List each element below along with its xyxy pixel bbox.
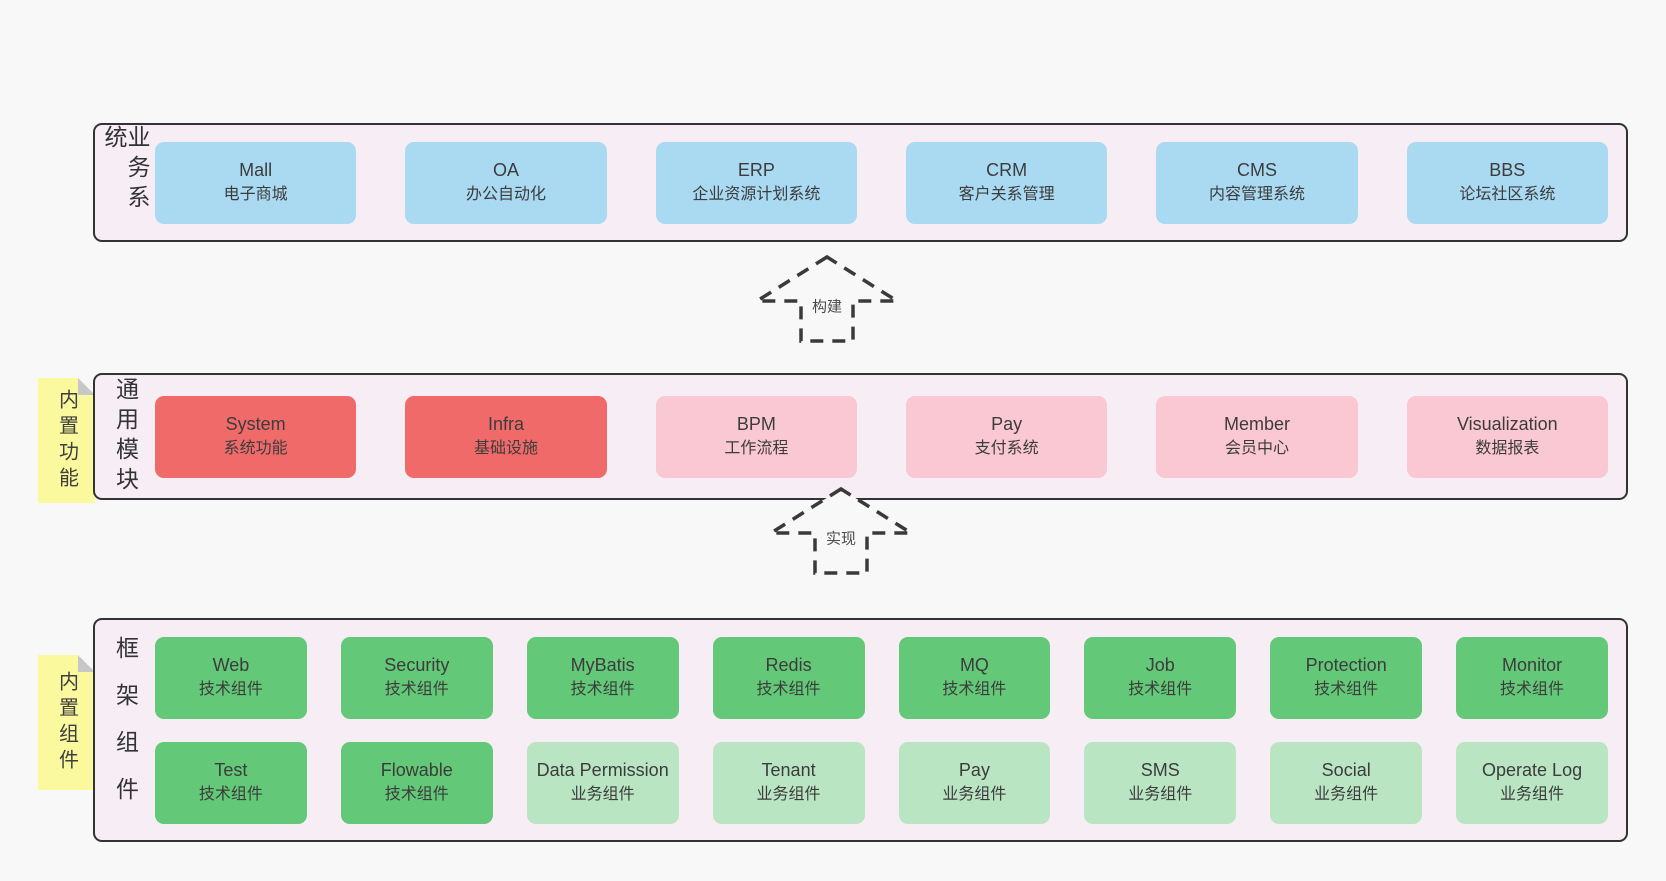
box-mq: MQ 技术组件	[898, 636, 1051, 719]
box-bpm: BPM 工作流程	[655, 395, 857, 478]
box-web: Web 技术组件	[155, 636, 307, 719]
box-bbs: BBS 论坛社区系统	[1406, 141, 1608, 224]
band-title: 框架组件	[112, 636, 139, 824]
box-social: Social 业务组件	[1270, 741, 1423, 824]
box-oa: OA 办公自动化	[405, 141, 607, 224]
box-mall: Mall 电子商城	[155, 141, 357, 224]
box-pay-component: Pay 业务组件	[898, 741, 1051, 824]
box-operate-log: Operate Log 业务组件	[1456, 741, 1608, 824]
box-protection: Protection 技术组件	[1270, 636, 1423, 719]
box-visualization: Visualization 数据报表	[1406, 395, 1608, 478]
box-sms: SMS 业务组件	[1084, 741, 1237, 824]
dashed-up-arrow-implement: 实现	[766, 486, 916, 576]
band-framework-components: 框架组件 Web 技术组件 Security 技术组件 MyBatis 技术组件…	[93, 618, 1628, 842]
band-title: 通用模块	[112, 376, 139, 497]
tag-label: 内置组件	[55, 670, 78, 775]
box-mybatis: MyBatis 技术组件	[526, 636, 679, 719]
box-test: Test 技术组件	[155, 741, 307, 824]
tag-built-in-components: 内置组件	[38, 655, 95, 790]
box-cms: CMS 内容管理系统	[1156, 141, 1358, 224]
arrow-label: 构建	[809, 295, 845, 317]
tag-built-in-features: 内置功能	[38, 378, 95, 503]
box-crm: CRM 客户关系管理	[905, 141, 1108, 224]
box-system: System 系统功能	[155, 395, 357, 478]
box-flowable: Flowable 技术组件	[340, 741, 493, 824]
band-common-modules: 通用模块 System 系统功能 Infra 基础设施 BPM 工作流程 Pay…	[93, 373, 1628, 500]
box-erp: ERP 企业资源计划系统	[655, 141, 857, 224]
box-security: Security 技术组件	[340, 636, 493, 719]
tag-label: 内置功能	[55, 388, 78, 493]
box-job: Job 技术组件	[1084, 636, 1237, 719]
box-infra: Infra 基础设施	[405, 395, 607, 478]
box-pay-module: Pay 支付系统	[905, 395, 1108, 478]
band-business-systems: 业务系统 Mall 电子商城 OA 办公自动化 ERP 企业资源计划系统 CRM…	[93, 123, 1628, 242]
box-tenant: Tenant 业务组件	[712, 741, 865, 824]
band-title: 业务系统	[101, 125, 150, 215]
box-data-permission: Data Permission 业务组件	[526, 741, 679, 824]
dashed-up-arrow-build: 构建	[752, 254, 902, 344]
framework-grid: Web 技术组件 Security 技术组件 MyBatis 技术组件 Redi…	[155, 620, 1608, 840]
box-redis: Redis 技术组件	[712, 636, 865, 719]
box-member: Member 会员中心	[1156, 395, 1358, 478]
business-grid: Mall 电子商城 OA 办公自动化 ERP 企业资源计划系统 CRM 客户关系…	[155, 125, 1608, 240]
box-monitor: Monitor 技术组件	[1456, 636, 1608, 719]
arrow-label: 实现	[823, 527, 859, 549]
modules-grid: System 系统功能 Infra 基础设施 BPM 工作流程 Pay 支付系统…	[155, 375, 1608, 498]
